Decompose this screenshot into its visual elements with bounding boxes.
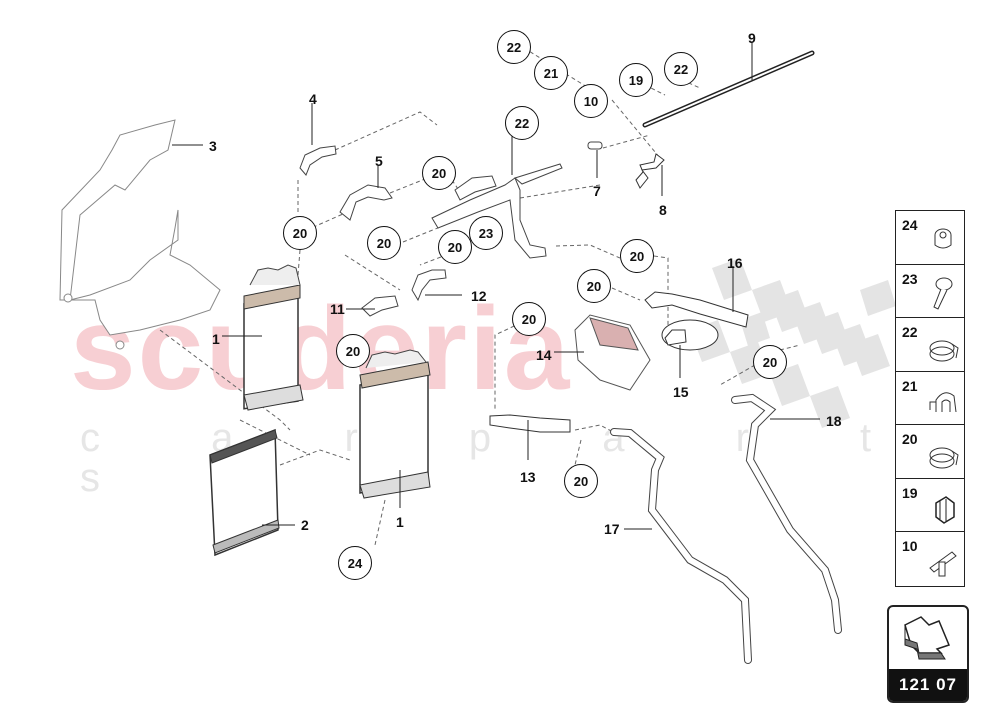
callout-22[interactable]: 22 [664, 52, 698, 86]
part-label-7[interactable]: 7 [593, 183, 601, 199]
arrow-navigation-icon [904, 616, 951, 660]
hose-16 [644, 291, 749, 328]
part-label-8[interactable]: 8 [659, 202, 667, 218]
hose-clamp-icon [929, 447, 959, 469]
callout-22[interactable]: 22 [505, 106, 539, 140]
callout-19[interactable]: 19 [619, 63, 653, 97]
callout-22[interactable]: 22 [497, 30, 531, 64]
part-label-2[interactable]: 2 [301, 517, 309, 533]
legend-row-23[interactable]: 23 [896, 265, 964, 318]
legend-row-10[interactable]: 10 [896, 532, 964, 586]
callout-24[interactable]: 24 [338, 546, 372, 580]
callout-20[interactable]: 20 [512, 302, 546, 336]
radiator-1-left [243, 264, 304, 411]
retaining-clip-icon [929, 391, 957, 412]
part-label-4[interactable]: 4 [309, 91, 317, 107]
t-fitting-icon [929, 551, 957, 577]
callout-20[interactable]: 20 [620, 239, 654, 273]
part-label-15[interactable]: 15 [673, 384, 689, 400]
legend-number: 10 [902, 538, 918, 554]
legend-row-24[interactable]: 24 [896, 211, 964, 265]
part-label-18[interactable]: 18 [826, 413, 842, 429]
part-label-11[interactable]: 11 [330, 301, 345, 317]
part-7 [587, 141, 603, 150]
callout-20[interactable]: 20 [753, 345, 787, 379]
callout-20[interactable]: 20 [367, 226, 401, 260]
part-label-17[interactable]: 17 [604, 521, 620, 537]
part-8 [635, 153, 665, 189]
part-label-1[interactable]: 1 [212, 331, 220, 347]
hose-4 [299, 145, 337, 176]
part-label-16[interactable]: 16 [727, 255, 743, 271]
callout-23[interactable]: 23 [469, 216, 503, 250]
callout-20[interactable]: 20 [336, 334, 370, 368]
legend-number: 20 [902, 431, 918, 447]
watermark-subtitle: c a r p a r t s [80, 416, 922, 500]
page-reference-number: 121 07 [889, 669, 967, 701]
callout-20[interactable]: 20 [283, 216, 317, 250]
socket-head-plug-icon [934, 228, 952, 249]
part-label-9[interactable]: 9 [748, 30, 756, 46]
radiator-1-right [359, 349, 431, 499]
legend-row-20[interactable]: 20 [896, 425, 964, 479]
part-label-5[interactable]: 5 [375, 153, 383, 169]
legend-number: 23 [902, 270, 918, 287]
hose-18 [731, 393, 842, 634]
legend-row-22[interactable]: 22 [896, 318, 964, 372]
callout-21[interactable]: 21 [534, 56, 568, 90]
hose-13 [489, 414, 571, 433]
callout-20[interactable]: 20 [577, 269, 611, 303]
part-label-12[interactable]: 12 [471, 288, 487, 304]
callout-20[interactable]: 20 [422, 156, 456, 190]
part-label-1[interactable]: 1 [396, 514, 404, 530]
callout-20[interactable]: 20 [564, 464, 598, 498]
bracket-3 [59, 119, 221, 350]
hardware-legend: 24 23 22 21 [895, 210, 965, 587]
callout-10[interactable]: 10 [574, 84, 608, 118]
part-label-14[interactable]: 14 [536, 347, 552, 363]
oil-cooler-14 [574, 314, 651, 391]
legend-row-19[interactable]: 19 [896, 479, 964, 532]
legend-number: 21 [902, 377, 918, 394]
hose-5 [339, 184, 393, 221]
hose-clamp-icon [929, 340, 959, 362]
part-label-3[interactable]: 3 [209, 138, 217, 154]
callout-20[interactable]: 20 [438, 230, 472, 264]
legend-number: 24 [902, 217, 918, 233]
legend-number: 19 [902, 484, 918, 501]
connector-icon [935, 495, 955, 524]
legend-number: 22 [902, 324, 918, 340]
bolt-icon [933, 277, 953, 310]
hose-12 [411, 269, 447, 302]
hose-11 [361, 295, 399, 317]
part-label-13[interactable]: 13 [520, 469, 536, 485]
legend-row-21[interactable]: 21 [896, 372, 964, 425]
page-reference-link[interactable]: 121 07 [887, 605, 969, 703]
condenser-2 [209, 428, 280, 557]
pipe-6 [431, 163, 563, 259]
